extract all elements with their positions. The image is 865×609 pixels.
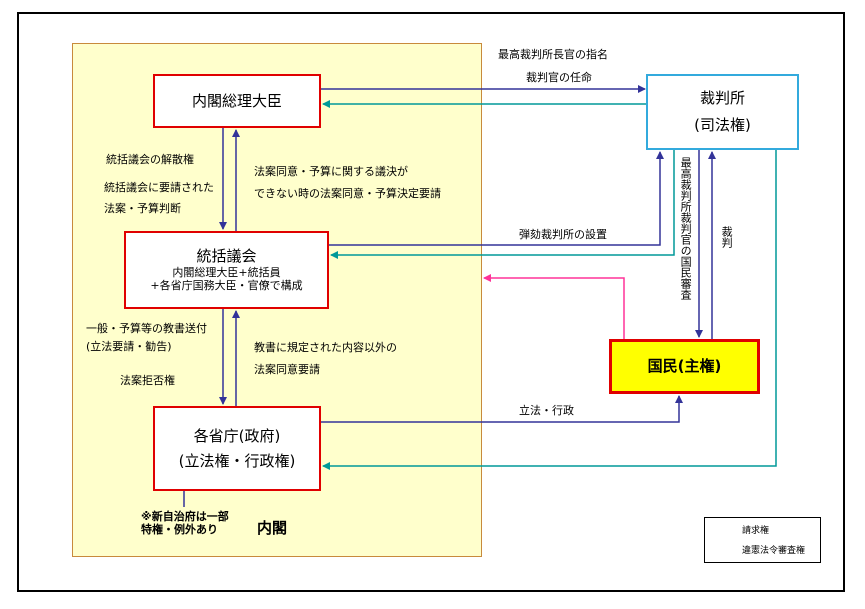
council-title: 統括議会 [196,246,257,265]
prime-minister-label: 内閣総理大臣 [191,91,282,110]
general-budget-label-2: (立法要請・勧告) [86,340,172,353]
non-message-bills-label-1: 教書に規定された内容以外の [254,341,397,354]
trial-label: 裁判 [720,226,734,248]
ministry-to-people-arrow [321,395,683,423]
ministries-box: 各省庁(政府) (立法権・行政権) [153,406,321,491]
legislation-admin-label: 立法・行政 [519,404,574,417]
ministries-line2: (立法権・行政権) [178,451,296,470]
consent-request-label-2: できない時の法案同意・予算決定要請 [254,187,441,200]
legend: 請求権 違憲法令審査権 [704,517,821,563]
supreme-review-label: 最高裁判所裁判官の国民審査 [679,157,693,300]
court-to-ministry-arrow [322,150,777,470]
court-to-council-arrow [330,150,675,259]
legend-judicial-review: 違憲法令審査権 [742,546,806,556]
judge-appointment-label: 裁判官の任命 [526,71,592,84]
people-label: 国民(主権) [647,357,722,376]
general-budget-label-1: 一般・予算等の教書送付 [86,322,207,335]
autonomy-note-line2: 特権・例外あり [141,523,218,537]
consent-request-label-1: 法案同意・予算に関する議決が [254,165,408,178]
prime-minister-box: 内閣総理大臣 [153,74,321,128]
legend-request-right: 請求権 [742,526,770,536]
requested-bills-label-2: 法案・予算判断 [104,202,181,215]
people-request-arrow [483,274,625,339]
dissolution-right-label: 統括議会の解散権 [106,153,194,166]
autonomy-note: ※新自治府は一部 特権・例外あり [141,510,229,536]
cabinet-label: 内閣 [257,519,288,537]
autonomy-note-line1: ※新自治府は一部 [141,510,229,523]
chief-justice-nomination-label: 最高裁判所長官の指名 [498,48,608,61]
people-box: 国民(主権) [609,339,760,394]
council-line2: +各省庁国務大臣・官僚で構成 [150,279,303,293]
non-message-bills-label-2: 法案同意要請 [254,363,320,376]
council-to-court-arrow [329,151,664,246]
diagram-frame [17,12,845,592]
council-line1: 内閣総理大臣+統括員 [172,265,281,279]
council-box: 統括議会 内閣総理大臣+統括員 +各省庁国務大臣・官僚で構成 [124,231,329,309]
court-line1: 裁判所 [699,89,745,108]
impeachment-court-label: 弾劾裁判所の設置 [519,228,607,241]
court-line2: (司法権) [694,116,751,134]
requested-bills-label-1: 統括議会に要請された [104,181,214,194]
veto-right-label: 法案拒否権 [120,374,175,387]
court-box: 裁判所 (司法権) [646,74,799,150]
ministries-line1: 各省庁(政府) [193,426,281,445]
